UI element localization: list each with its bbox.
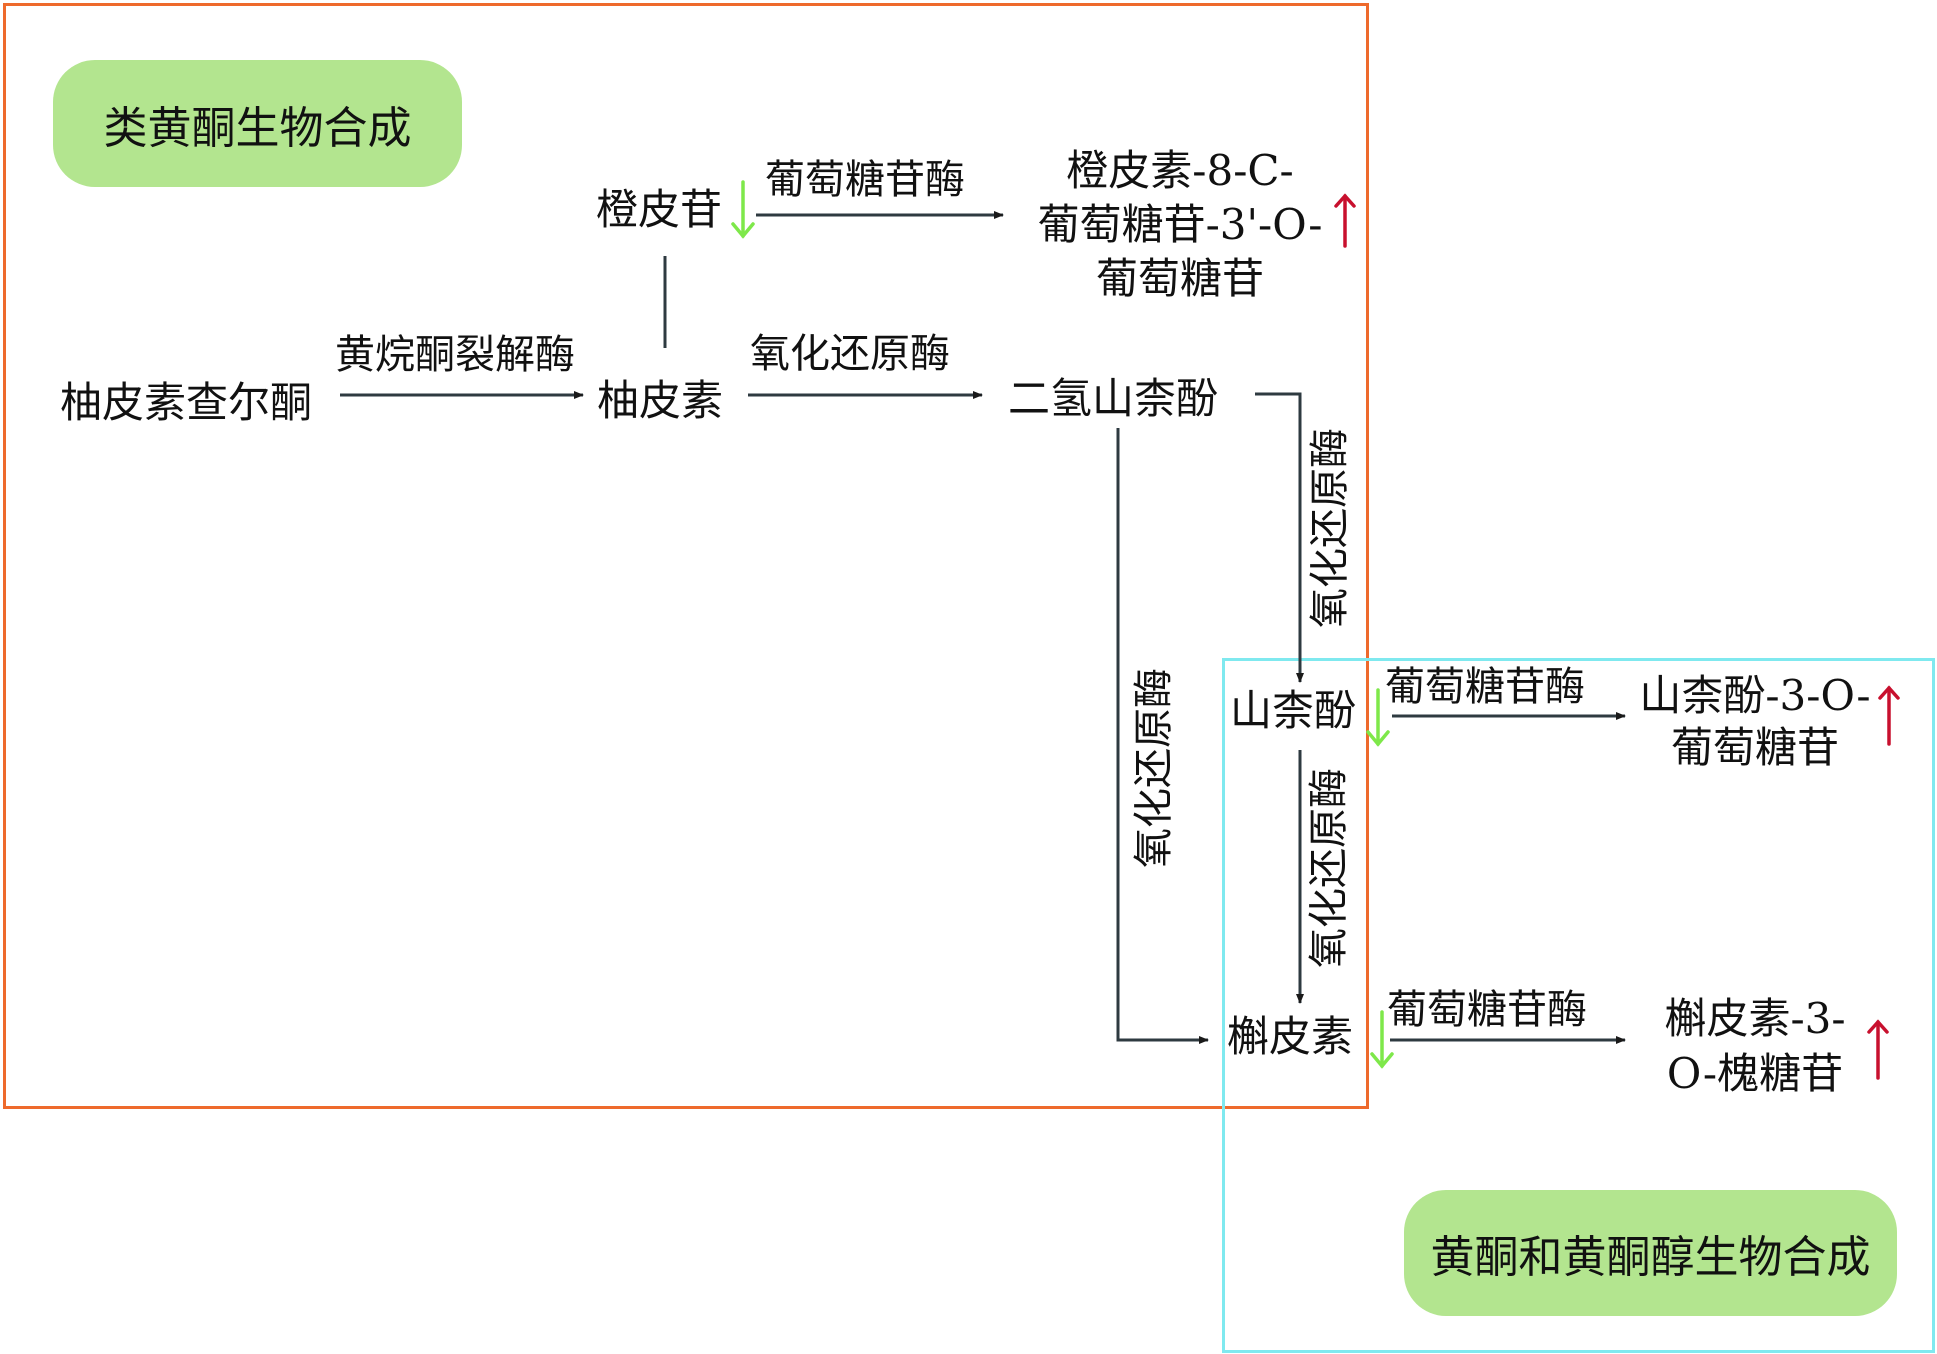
enzyme-label-oxidoreductase-3: 氧化还原酶 <box>1131 668 1177 868</box>
compound-quercetin-sophoroside-line-1: 槲皮素-3- <box>1664 994 1846 1043</box>
up-arrow-icon-quercetin-sophoroside <box>1867 1019 1889 1080</box>
compound-kaempferol: 山柰酚 <box>1230 686 1357 735</box>
up-arrow-icon-kaempferol-glucoside <box>1878 685 1900 746</box>
arrow-dihydrokaempferol-to-quercetin <box>1116 428 1209 1044</box>
compound-quercetin-sophoroside-line-2: O-槐糖苷 <box>1666 1049 1844 1098</box>
compound-naringenin: 柚皮素 <box>597 376 724 425</box>
enzyme-label-oxidoreductase-2: 氧化还原酶 <box>1307 428 1353 628</box>
down-arrow-icon-hesperidin <box>731 180 755 239</box>
up-arrow-icon-hesperetin-glucoside <box>1334 193 1356 248</box>
compound-hesperetin-glucoside-line-2: 葡萄糖苷-3'-O- <box>1037 200 1323 249</box>
compound-hesperetin-glucoside-line-1: 橙皮素-8-C- <box>1066 146 1294 195</box>
enzyme-label-glucosidase-1: 葡萄糖苷酶 <box>765 157 965 203</box>
compound-quercetin-sophoroside: 槲皮素-3- O-槐糖苷 <box>1650 991 1860 1101</box>
enzyme-label-glucosidase-2: 葡萄糖苷酶 <box>1385 664 1585 710</box>
flavone-flavonol-biosynthesis-region <box>1222 658 1935 1353</box>
compound-quercetin: 槲皮素 <box>1227 1012 1354 1061</box>
flavonoid-biosynthesis-title: 类黄酮生物合成 <box>53 60 462 187</box>
enzyme-label-chalcone-isomerase: 黄烷酮裂解酶 <box>335 332 575 378</box>
compound-kaempferol-glucoside-line-1: 山柰酚-3-O- <box>1639 671 1871 720</box>
compound-kaempferol-glucoside: 山柰酚-3-O- 葡萄糖苷 <box>1630 670 1880 774</box>
down-arrow-icon-quercetin <box>1370 1010 1394 1069</box>
down-arrow-icon-kaempferol <box>1366 688 1390 747</box>
compound-hesperetin-glucoside: 橙皮素-8-C- 葡萄糖苷-3'-O- 葡萄糖苷 <box>1030 144 1330 306</box>
compound-dihydrokaempferol: 二氢山柰酚 <box>1008 374 1219 423</box>
enzyme-label-oxidoreductase-1: 氧化还原酶 <box>750 331 950 377</box>
compound-hesperetin-glucoside-line-3: 葡萄糖苷 <box>1095 254 1264 303</box>
arrow-dihydrokaempferol-to-kaempferol <box>1255 392 1304 683</box>
flavonoid-biosynthesis-region <box>3 3 1369 1109</box>
compound-kaempferol-glucoside-line-2: 葡萄糖苷 <box>1670 723 1839 772</box>
flavonoid-biosynthesis-title-text: 类黄酮生物合成 <box>103 102 412 154</box>
compound-naringenin-chalcone: 柚皮素查尔酮 <box>60 378 313 427</box>
flavone-flavonol-biosynthesis-title: 黄酮和黄酮醇生物合成 <box>1404 1190 1897 1316</box>
enzyme-label-oxidoreductase-4: 氧化还原酶 <box>1306 768 1352 968</box>
enzyme-label-glucosidase-3: 葡萄糖苷酶 <box>1387 987 1587 1033</box>
compound-hesperidin: 橙皮苷 <box>596 185 723 234</box>
flavone-flavonol-biosynthesis-title-text: 黄酮和黄酮醇生物合成 <box>1430 1232 1871 1283</box>
